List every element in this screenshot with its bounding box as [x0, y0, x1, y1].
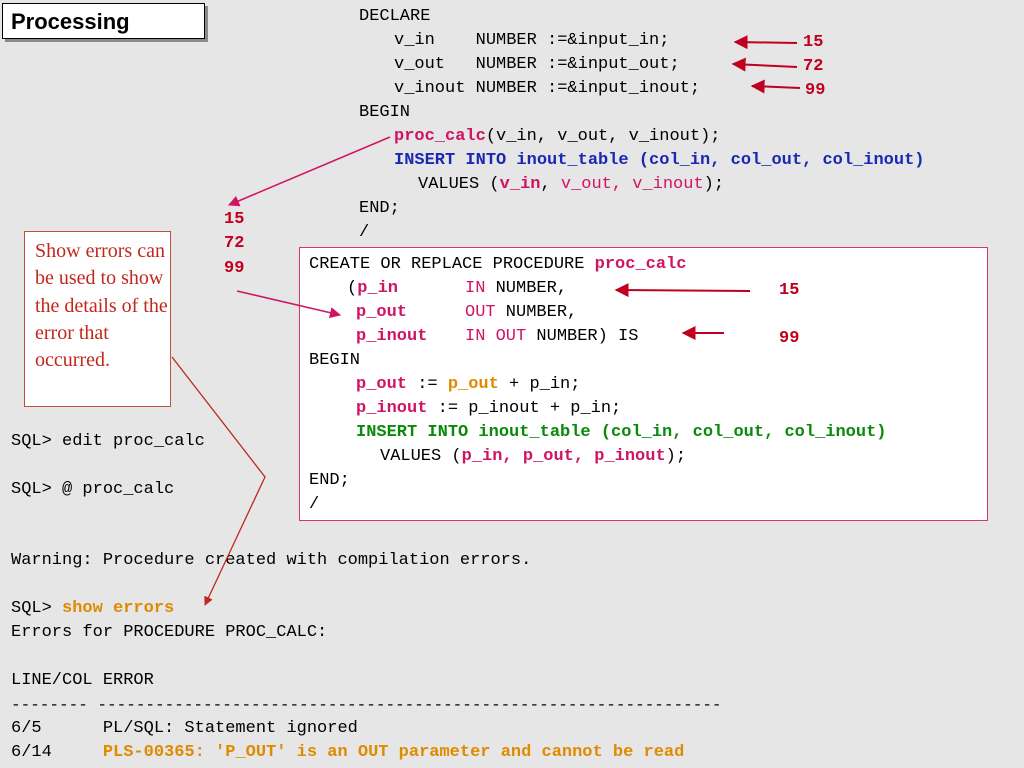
code-line: v_inout NUMBER :=&input_inout;: [394, 79, 701, 98]
console-line: SQL> @ proc_calc: [11, 480, 175, 499]
arrow-in-value: [733, 35, 798, 50]
code-line: BEGIN: [309, 351, 361, 370]
note-callout: Show errors can be used to show the deta…: [24, 231, 171, 407]
console-line: Warning: Procedure created with compilat…: [11, 551, 532, 570]
code-token: );: [703, 175, 725, 194]
console-line: Errors for PROCEDURE PROC_CALC:: [11, 623, 328, 642]
code-line: /: [359, 223, 370, 242]
code-token: + p_in;: [498, 375, 581, 394]
code-line: p_out := p_out + p_in;: [356, 373, 580, 397]
code-line: (p_in: [347, 277, 398, 301]
code-line: END;: [309, 471, 350, 490]
console-line: SQL> edit proc_calc: [11, 432, 205, 451]
code-token: v_in: [499, 175, 541, 194]
code-token: IN: [465, 279, 486, 298]
code-token: SQL>: [11, 599, 63, 618]
console-line: LINE/COL ERROR: [11, 671, 154, 690]
param-value: 15: [779, 281, 800, 300]
code-line: v_out NUMBER :=&input_out;: [394, 55, 680, 74]
param-mode: OUT NUMBER,: [465, 301, 577, 325]
input-value: 15: [803, 33, 824, 52]
arrow-param-in: [614, 283, 751, 298]
code-token: (: [347, 279, 358, 298]
arrow-values-to-params: [236, 290, 342, 319]
code-token: NUMBER,: [495, 303, 578, 322]
code-token: NUMBER,: [485, 279, 568, 298]
console-line: 6/5 PL/SQL: Statement ignored: [11, 719, 358, 738]
code-line: VALUES (p_in, p_out, p_inout);: [380, 445, 686, 469]
console-line: -------- -------------------------------…: [11, 696, 722, 714]
code-token: proc_calc: [594, 255, 687, 274]
code-token: NUMBER) IS: [526, 327, 639, 346]
param-mode: IN NUMBER,: [465, 277, 567, 301]
arrow-call-to-values: [227, 136, 391, 207]
arrow-note-to-show-errors: [171, 356, 266, 606]
code-line: p_inout := p_inout + p_in;: [356, 397, 621, 421]
code-line: v_in NUMBER :=&input_in;: [394, 31, 670, 50]
input-value: 72: [803, 57, 824, 76]
param-name: p_in: [357, 279, 399, 298]
code-line: DECLARE: [359, 7, 431, 26]
code-token: VALUES (: [418, 175, 500, 194]
code-token: CREATE OR REPLACE PROCEDURE: [309, 255, 595, 274]
code-token: p_inout: [356, 399, 428, 418]
code-token: p_out: [447, 375, 499, 394]
slide-title: Processing: [2, 3, 205, 39]
console-line: SQL> show errors: [11, 597, 174, 621]
code-token: show errors: [62, 599, 175, 618]
code-token: p_out: [356, 375, 408, 394]
code-line: CREATE OR REPLACE PROCEDURE proc_calc: [309, 253, 686, 277]
code-line: BEGIN: [359, 103, 411, 122]
passed-value: 72: [224, 234, 245, 253]
arrow-out-value: [731, 57, 798, 72]
code-token: ,: [540, 175, 561, 194]
code-line: proc_calc(v_in, v_out, v_inout);: [394, 125, 720, 149]
procedure-box: [299, 247, 988, 521]
code-line: INSERT INTO inout_table (col_in, col_out…: [394, 151, 925, 170]
code-line: /: [309, 495, 320, 514]
passed-value: 15: [224, 210, 245, 229]
passed-value: 99: [224, 259, 245, 278]
param-name: p_out: [356, 303, 408, 322]
console-line: 6/14 PLS-00365: 'P_OUT' is an OUT parame…: [11, 741, 684, 765]
param-mode: IN OUT NUMBER) IS: [465, 325, 638, 349]
code-line: VALUES (v_in, v_out, v_inout);: [418, 173, 724, 197]
code-token: );: [665, 447, 687, 466]
code-token: PLS-00365: 'P_OUT' is an OUT parameter a…: [102, 743, 685, 762]
code-token: IN OUT: [465, 327, 527, 346]
code-token: p_in, p_out, p_inout: [461, 447, 666, 466]
code-token: :=: [407, 375, 448, 394]
code-token: OUT: [465, 303, 496, 322]
param-name: p_inout: [356, 327, 428, 346]
proc-call-name: proc_calc: [394, 127, 486, 146]
code-token: VALUES (: [380, 447, 462, 466]
code-line: INSERT INTO inout_table (col_in, col_out…: [356, 423, 887, 442]
code-token: := p_inout + p_in;: [427, 399, 622, 418]
proc-call-args: (v_in, v_out, v_inout);: [485, 127, 721, 146]
param-value: 99: [779, 329, 800, 348]
code-line: END;: [359, 199, 400, 218]
code-token: v_out, v_inout: [560, 175, 704, 194]
code-token: 6/14: [11, 743, 103, 762]
arrow-inout-value: [750, 79, 801, 94]
input-value: 99: [805, 81, 826, 100]
